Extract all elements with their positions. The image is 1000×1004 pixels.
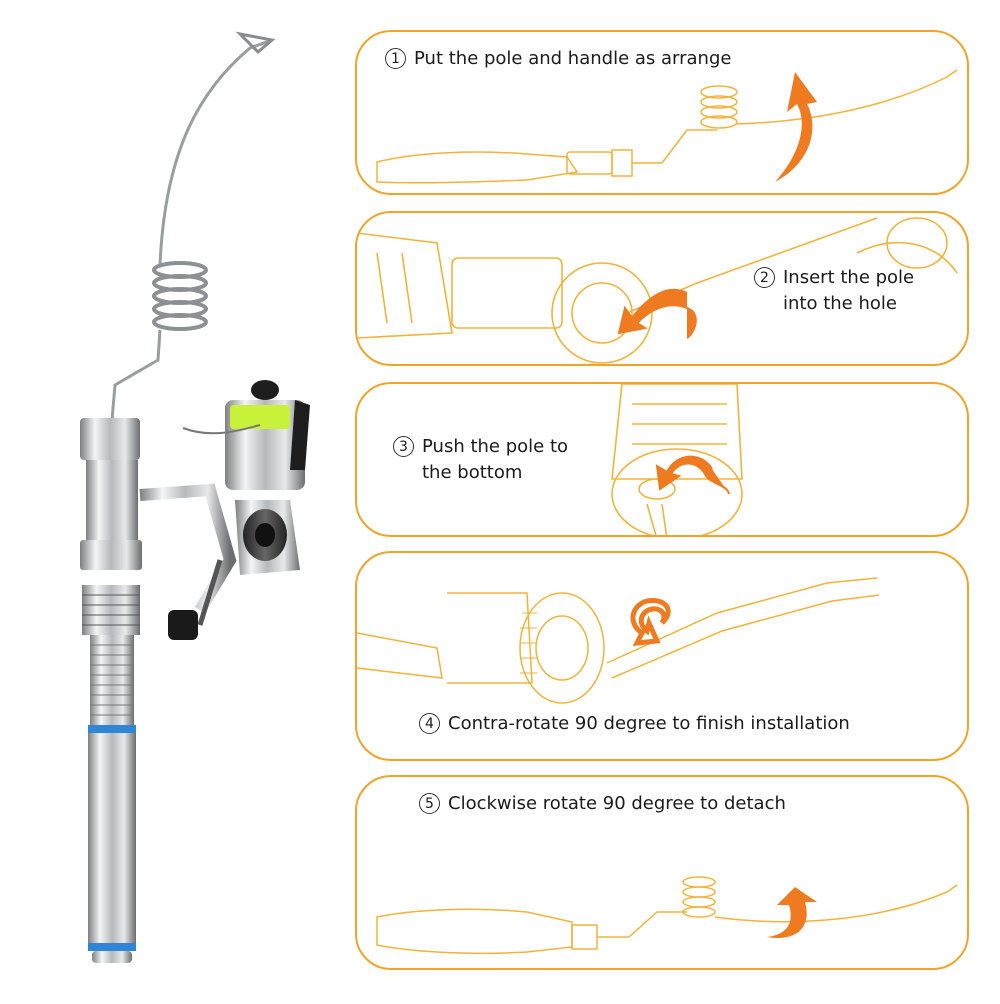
step-panel-4: 4 Contra-rotate 90 degree to finish inst…: [355, 551, 969, 761]
step-4-knurl-lines: [520, 612, 537, 674]
rod-tip-wire: [158, 38, 273, 266]
step-3-arrow: [655, 455, 730, 495]
step-4-number: 4: [419, 713, 440, 734]
step-1-number: 1: [385, 48, 406, 69]
step-4-label: Contra-rotate 90 degree to finish instal…: [448, 713, 850, 734]
step-2-arrow: [617, 288, 697, 339]
step-panel-1: 1 Put the pole and handle as arrange: [355, 30, 969, 195]
step-2-label-line1: Insert the pole: [783, 267, 915, 288]
spinning-reel: [139, 380, 310, 640]
step-5-illustration: [376, 876, 958, 955]
step-1-arrow: [775, 72, 817, 182]
step-5-arrow: [767, 887, 817, 938]
step-panel-3: 3 Push the pole to the bottom: [355, 382, 969, 537]
step-5-label: Clockwise rotate 90 degree to detach: [448, 793, 786, 814]
step-3-illustration: [611, 384, 743, 535]
step-2-label-line2: into the hole: [783, 293, 897, 314]
step-2-illustration: [357, 217, 958, 364]
step-4-text: 4 Contra-rotate 90 degree to finish inst…: [419, 711, 850, 737]
step-4-illustration: [357, 577, 880, 704]
step-panel-2: 2 Insert the pole into the hole: [355, 211, 969, 366]
step-panel-5: 5 Clockwise rotate 90 degree to detach: [355, 775, 969, 970]
step-1-label: Put the pole and handle as arrange: [414, 48, 732, 69]
step-5-text: 5 Clockwise rotate 90 degree to detach: [419, 791, 786, 817]
step-3-label-line1: Push the pole to: [422, 436, 569, 457]
step-2-text: 2 Insert the pole into the hole: [754, 265, 914, 317]
step-2-number: 2: [754, 267, 775, 288]
step-1-illustration: [376, 69, 958, 184]
step-4-arrow: [630, 597, 671, 646]
rod-lower-tube: [88, 733, 136, 943]
step-1-text: 1 Put the pole and handle as arrange: [385, 46, 731, 72]
step-3-label-line2: the bottom: [422, 462, 523, 483]
product-image-fishing-rod: [0, 0, 340, 1000]
knurled-grip: [82, 585, 140, 635]
step-5-number: 5: [419, 793, 440, 814]
coil-spring: [152, 261, 208, 331]
step-3-number: 3: [393, 436, 414, 457]
step-3-text: 3 Push the pole to the bottom: [393, 434, 568, 486]
rod-handle-top: [80, 418, 140, 460]
